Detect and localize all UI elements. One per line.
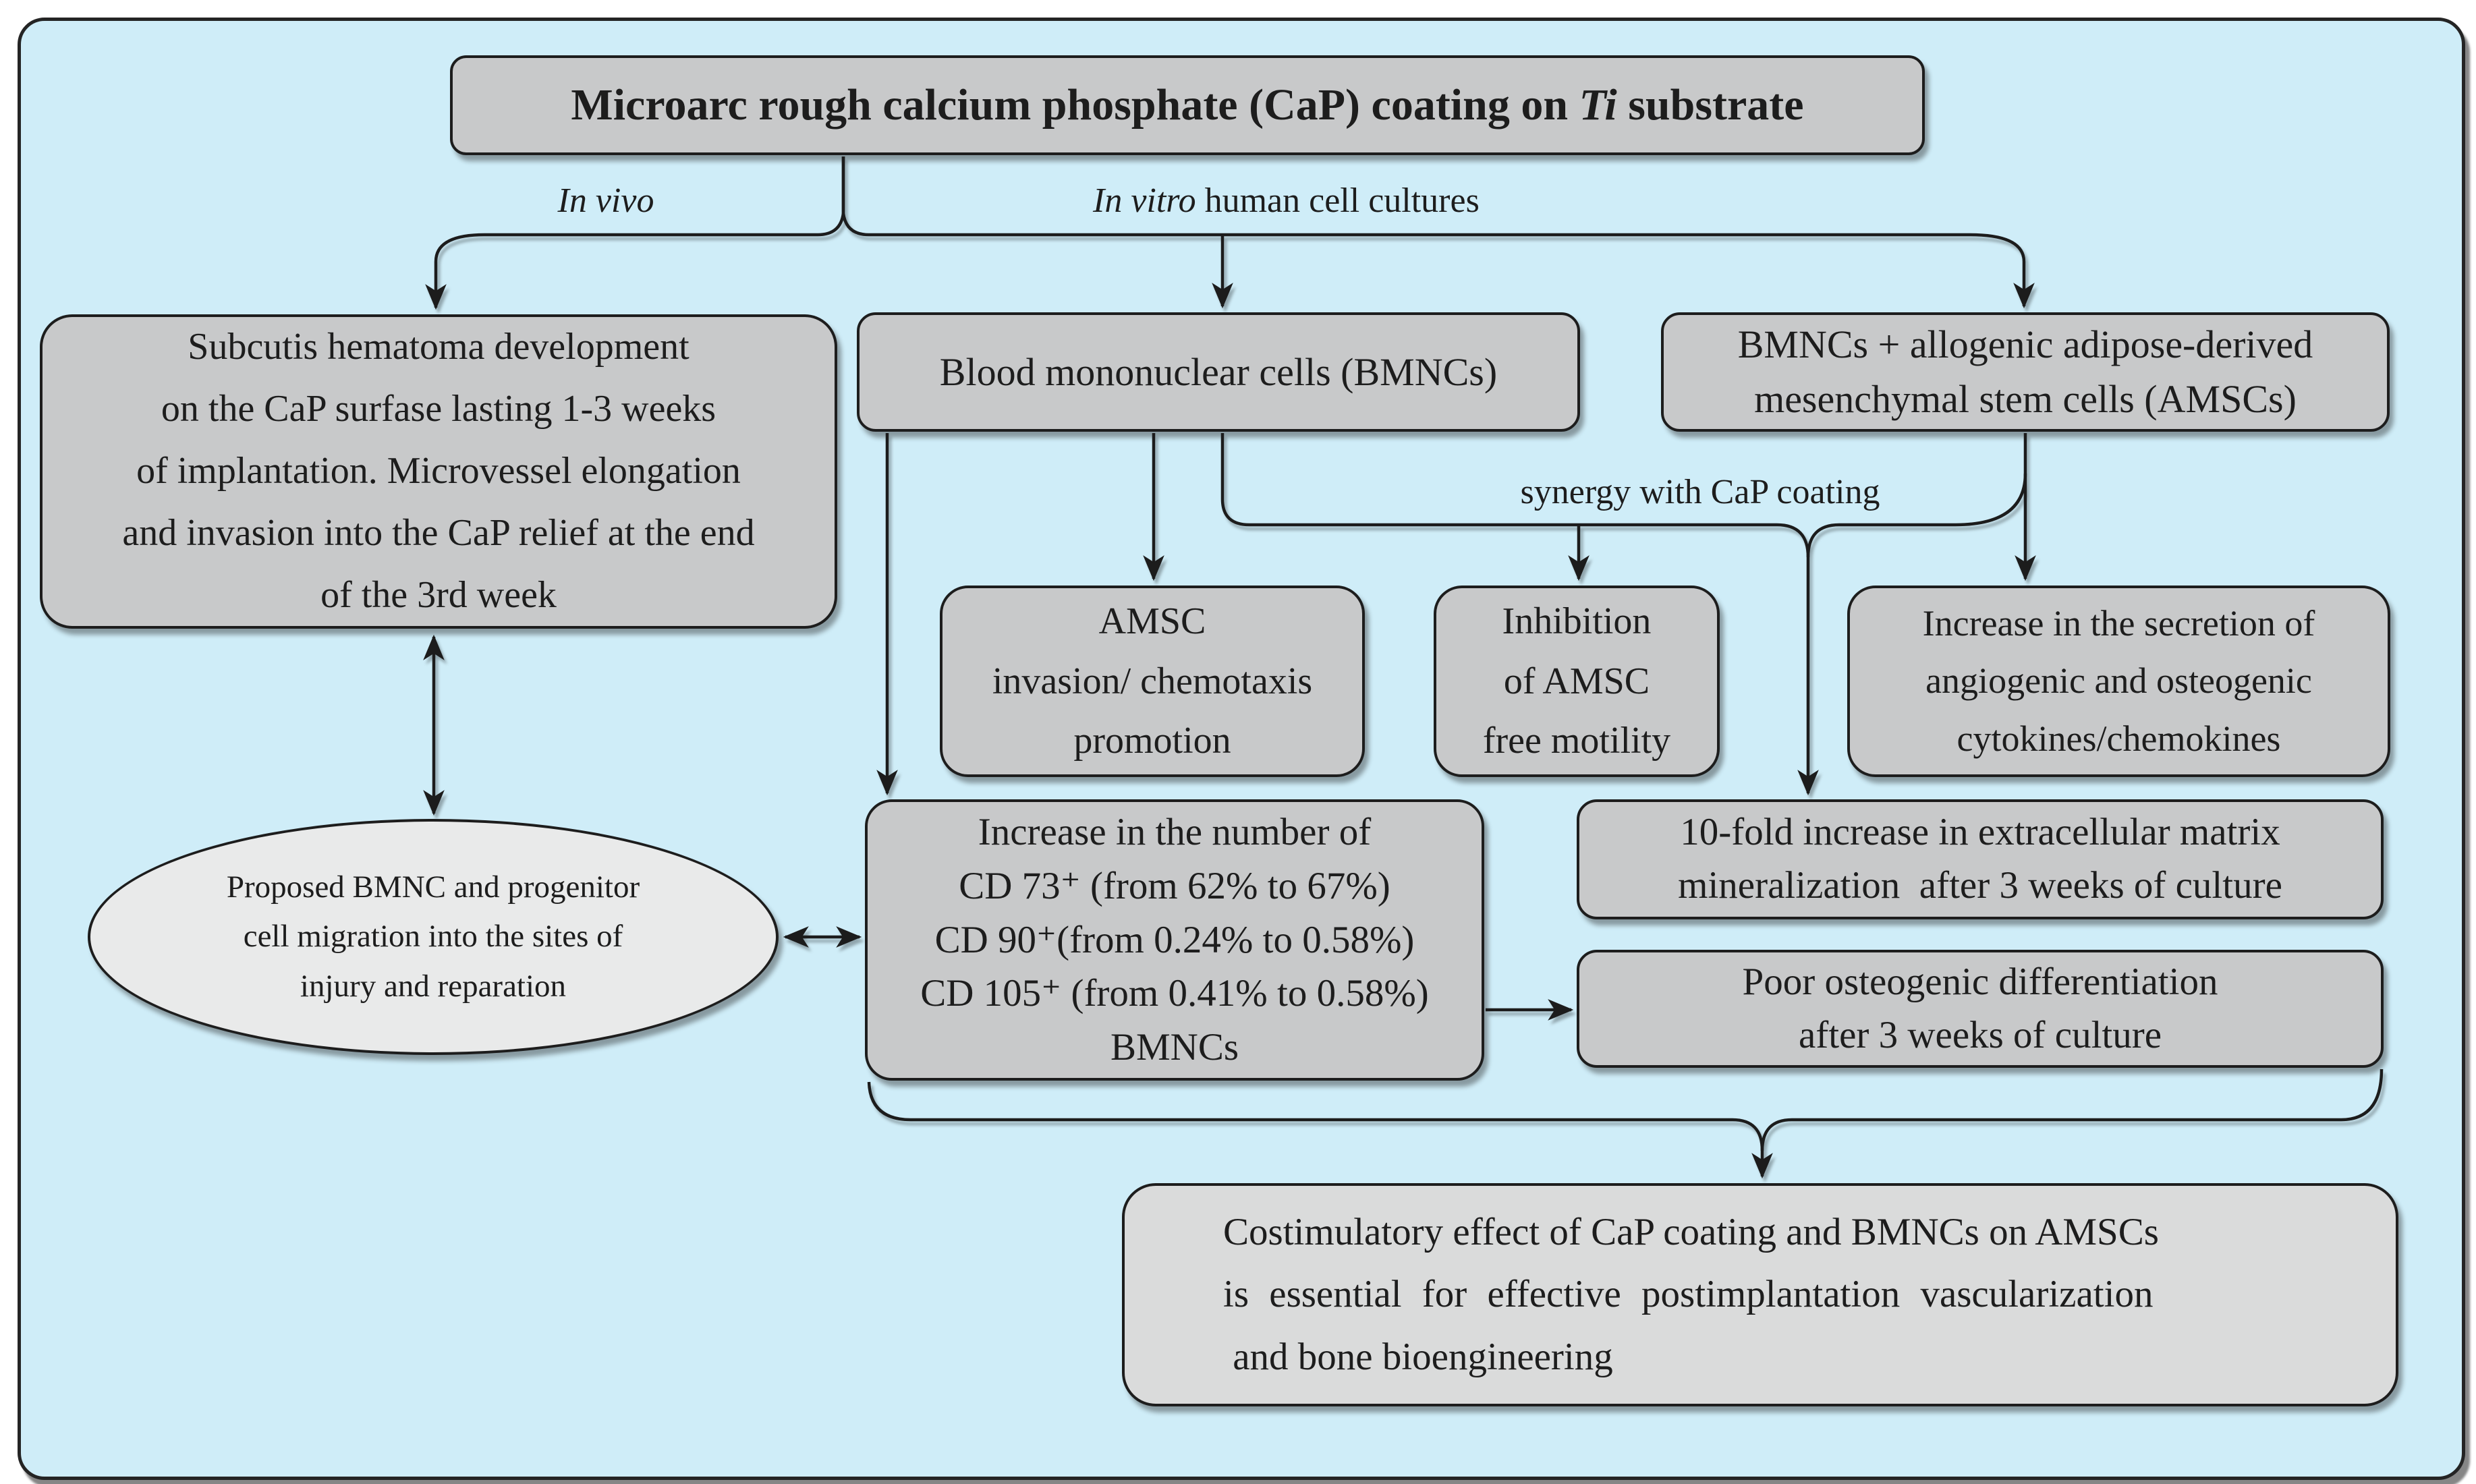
node-line: injury and reparation xyxy=(300,968,567,1004)
title-text: Microarc rough calcium phosphate (CaP) c… xyxy=(571,80,1579,130)
node-conclusion: Costimulatory effect of CaP coating and … xyxy=(1122,1183,2398,1406)
node-inhibition-motility: Inhibition of AMSC free motility xyxy=(1434,586,1720,777)
node-line: Blood mononuclear cells (BMNCs) xyxy=(939,350,1498,394)
node-line: invasion/ chemotaxis xyxy=(992,660,1313,702)
node-line: is essential for effective postimplantat… xyxy=(1223,1273,2154,1316)
node-line: and invasion into the CaP relief at the … xyxy=(122,511,755,554)
node-line: of implantation. Microvessel elongation xyxy=(136,450,741,492)
node-bmnc: Blood mononuclear cells (BMNCs) xyxy=(857,312,1580,432)
node-line: BMNCs + allogenic adipose-derived xyxy=(1737,322,2313,367)
node-migration-ellipse: Proposed BMNC and progenitor cell migrat… xyxy=(88,819,779,1055)
node-subcutis-hematoma: Subcutis hematoma development on the CaP… xyxy=(40,314,837,629)
node-line: Increase in the secretion of xyxy=(1922,603,2315,644)
node-poor-differentiation: Poor osteogenic differentiation after 3 … xyxy=(1577,950,2384,1068)
node-line: and bone bioengineering xyxy=(1223,1335,1613,1378)
node-line: after 3 weeks of culture xyxy=(1798,1013,2162,1056)
node-line: Increase in the number of xyxy=(978,811,1372,853)
node-matrix-mineralization: 10-fold increase in extracellular matrix… xyxy=(1577,799,2384,919)
node-line: promotion xyxy=(1073,720,1231,762)
node-amsc-invasion: AMSC invasion/ chemotaxis promotion xyxy=(940,586,1365,777)
node-line: cell migration into the sites of xyxy=(243,919,623,954)
node-line: BMNCs xyxy=(1110,1026,1239,1069)
label-in-vitro-italic: In vitro xyxy=(1093,181,1196,220)
node-cd-marker-increase: Increase in the number of CD 73⁺ (from 6… xyxy=(865,799,1484,1081)
node-line: AMSC xyxy=(1098,600,1206,643)
node-line: 10-fold increase in extracellular matrix xyxy=(1680,811,2280,854)
label-in-vitro: In vitro human cell cultures xyxy=(1093,181,1480,221)
node-bmnc-plus-amsc: BMNCs + allogenic adipose-derived mesenc… xyxy=(1661,312,2390,432)
node-line: Inhibition xyxy=(1502,600,1652,643)
node-line: of AMSC xyxy=(1503,660,1650,702)
label-in-vitro-rest: human cell cultures xyxy=(1195,181,1480,220)
node-line: angiogenic and osteogenic xyxy=(1925,660,2312,702)
node-line: CD 90⁺(from 0.24% to 0.58%) xyxy=(934,918,1415,961)
node-line: cytokines/chemokines xyxy=(1957,718,2281,759)
node-line: on the CaP surfase lasting 1-3 weeks xyxy=(161,388,716,430)
node-line: of the 3rd week xyxy=(320,573,557,616)
node-line: mesenchymal stem cells (AMSCs) xyxy=(1754,376,2297,421)
node-line: Proposed BMNC and progenitor xyxy=(226,869,640,905)
node-line: CD 73⁺ (from 62% to 67%) xyxy=(959,864,1390,907)
node-cytokine-secretion: Increase in the secretion of angiogenic … xyxy=(1847,586,2390,777)
label-in-vivo: In vivo xyxy=(557,181,654,220)
node-line: CD 105⁺ (from 0.41% to 0.58%) xyxy=(920,972,1429,1015)
node-line: Poor osteogenic differentiation xyxy=(1742,960,2218,1003)
title-italic-ti: Ti xyxy=(1579,80,1617,130)
node-line: mineralization after 3 weeks of culture xyxy=(1678,864,2282,907)
node-line: Costimulatory effect of CaP coating and … xyxy=(1223,1211,2159,1253)
node-line: free motility xyxy=(1482,720,1671,762)
label-synergy: synergy with CaP coating xyxy=(1520,473,1880,511)
title-suffix: substrate xyxy=(1616,80,1804,130)
title-node: Microarc rough calcium phosphate (CaP) c… xyxy=(450,55,1925,155)
node-line: Subcutis hematoma development xyxy=(188,326,690,368)
